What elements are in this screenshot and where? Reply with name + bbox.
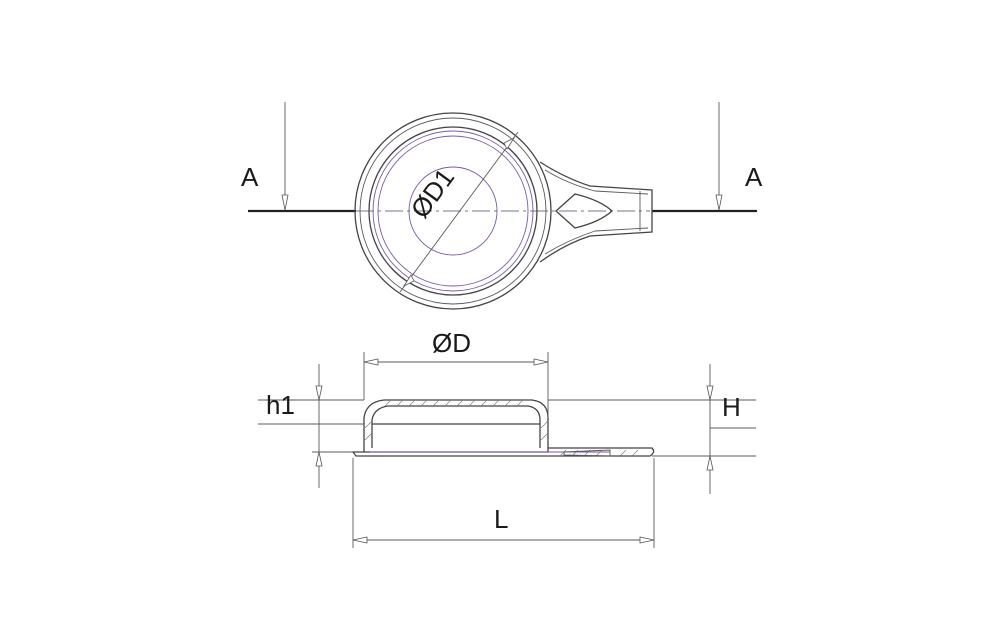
section-arrow-left-head (281, 194, 289, 211)
side-view: ØD h1 H L (258, 328, 756, 548)
d1-label: ØD1 (405, 163, 461, 224)
H-arrow-bottom (706, 455, 714, 471)
flange-outline (351, 447, 655, 457)
h1-arrow-bottom (315, 451, 323, 467)
cap-tab-outline (539, 161, 653, 263)
L-label: L (494, 504, 508, 534)
section-label-right: A (745, 162, 763, 192)
L-arrow-right (639, 536, 655, 544)
d1-arrow-lower (402, 274, 415, 288)
top-view: A A ØD1 (241, 102, 763, 310)
cap-tab-inner (544, 169, 649, 255)
h1-label: h1 (266, 390, 295, 420)
L-arrow-left (352, 536, 368, 544)
H-label: H (722, 392, 741, 422)
section-arrow-right-head (715, 194, 723, 211)
d1-arrow-upper (503, 136, 516, 150)
cap-outer-rim (354, 112, 552, 310)
d-arrow-right (533, 358, 549, 366)
h1-arrow-top (315, 385, 323, 401)
dome-inner-outline (371, 405, 541, 448)
dome-outline (363, 399, 549, 452)
d1-dimension-line (399, 131, 519, 293)
d-arrow-left (363, 358, 379, 366)
H-arrow-top (706, 385, 714, 401)
d-label: ØD (432, 328, 471, 358)
section-label-left: A (241, 162, 259, 192)
tab-slot-side (563, 449, 611, 457)
